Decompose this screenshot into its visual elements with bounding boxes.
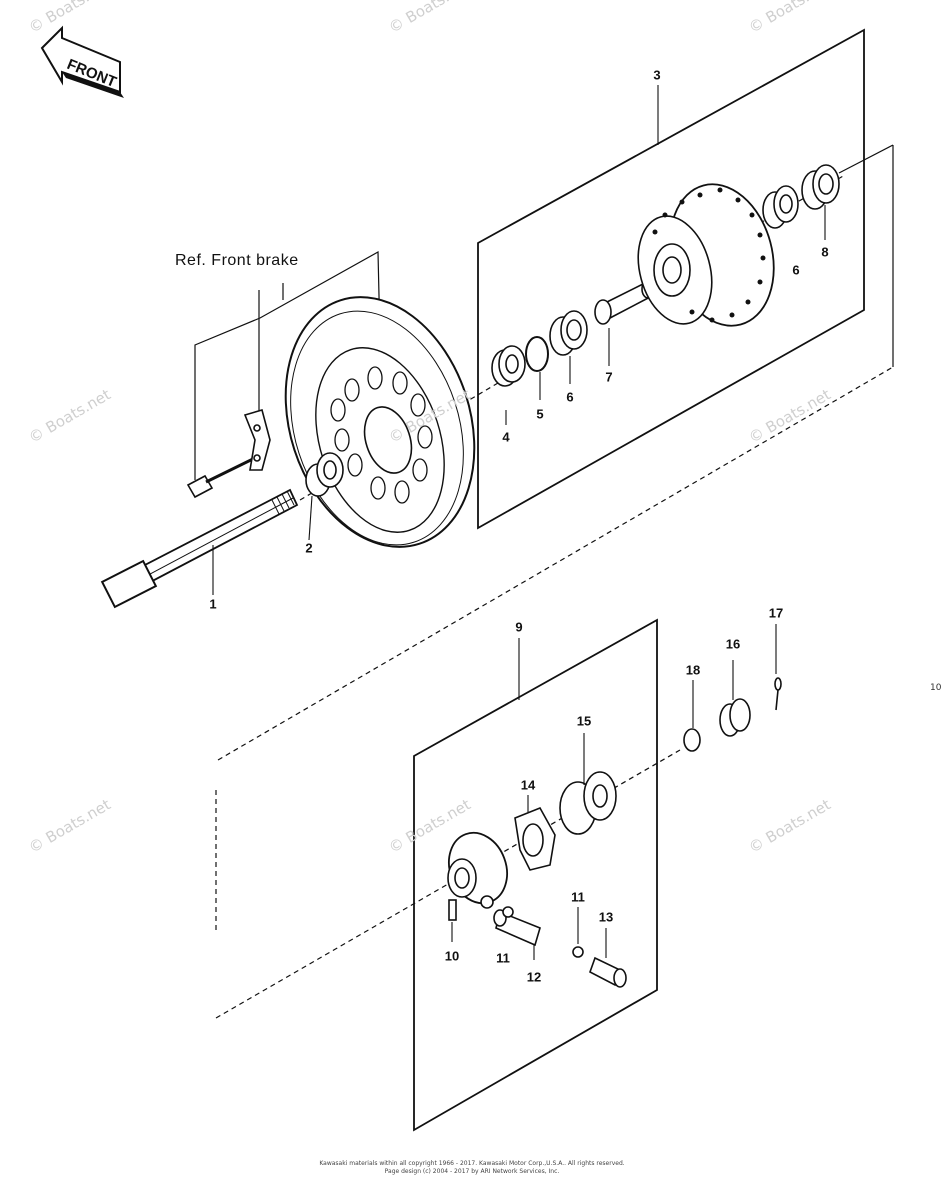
front-arrow: FRONT [40,25,124,98]
gear-retainer [514,806,556,871]
pin [448,899,457,921]
bearing-left [549,310,588,356]
callout-6b: 6 [792,262,800,278]
callout-4: 4 [502,429,510,445]
wheel-hub [637,183,775,327]
copyright-line-2: Page design (c) 2004 - 2017 by ARI Netwo… [384,1168,560,1175]
pinion-gear [493,909,541,947]
bearing-right [762,185,799,229]
callout-6a: 6 [566,389,574,405]
callout-14: 14 [520,777,536,793]
washer-small-a [502,906,514,918]
drive-gear [559,771,617,835]
axle [100,488,299,609]
washer-18 [683,728,701,752]
callout-11a: 11 [496,950,510,966]
brake-bracket [186,409,271,499]
collar [305,452,344,497]
callout-13: 13 [598,909,614,925]
callout-2: 2 [305,540,313,556]
callout-10: 10 [444,948,460,964]
gear-housing [447,831,508,909]
callout-18: 18 [685,662,701,678]
side-mark: 10 [930,683,942,693]
oil-seal [491,345,526,387]
bushing [589,956,627,988]
ref-front-brake-label: Ref. Front brake [175,252,299,269]
copyright-line-1: Kawasaki materials within all copyright … [319,1160,625,1167]
callout-1: 1 [209,596,217,612]
callout-7: 7 [605,369,613,385]
callout-8: 8 [821,244,829,260]
callout-15: 15 [576,713,592,729]
gear-assembly-frame [413,618,658,1132]
callout-9: 9 [515,619,523,635]
hub-assembly-frame [477,28,865,530]
callout-3: 3 [653,67,661,83]
callout-12: 12 [526,969,542,985]
oil-seal-right [801,164,840,210]
callout-16: 16 [725,636,741,652]
callout-5: 5 [536,406,544,422]
circlip [525,336,549,372]
callout-17: 17 [768,605,784,621]
callout-11b: 11 [571,889,585,905]
cotter-pin [774,677,782,711]
brake-disc [284,296,476,548]
washer-small-b [572,946,584,958]
axle-nut [719,698,751,737]
